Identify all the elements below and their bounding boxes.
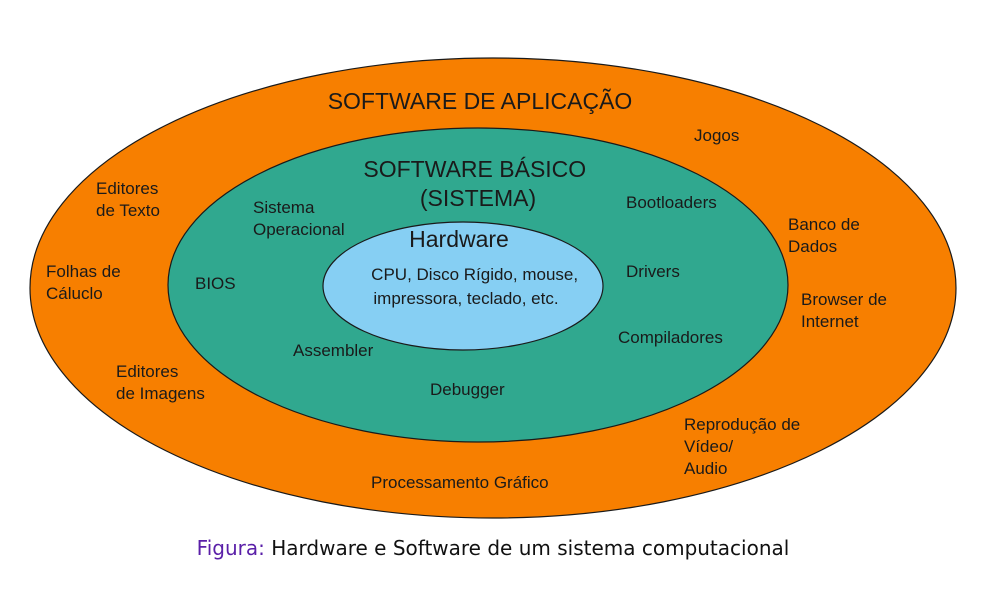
item-bootloaders: Bootloaders [626, 193, 717, 212]
item-drivers: Drivers [626, 262, 680, 281]
hardware-ellipse [322, 221, 604, 351]
item-processamento-grafico: Processamento Gráfico [371, 473, 549, 492]
caption-label: Figura: [196, 536, 265, 560]
caption-text: Hardware e Software de um sistema comput… [271, 536, 790, 560]
item-bios: BIOS [195, 274, 236, 293]
hardware-title: Hardware [409, 226, 509, 252]
hardware-examples: CPU, Disco Rígido, mouse, impressora, te… [371, 265, 583, 308]
application-software-title: SOFTWARE DE APLICAÇÃO [328, 88, 633, 114]
figure-caption: Figura: Hardware e Software de um sistem… [0, 536, 986, 560]
item-editores-de-imagens: Editores de Imagens [116, 362, 205, 403]
item-editores-de-texto: Editores de Texto [96, 179, 163, 220]
item-assembler: Assembler [293, 341, 374, 360]
item-reproducao-de-video-audio: Reprodução de Vídeo/ Audio [684, 415, 805, 478]
item-sistema-operacional: Sistema Operacional [253, 198, 345, 239]
item-browser-de-internet: Browser de Internet [801, 290, 892, 331]
item-banco-de-dados: Banco de Dados [788, 215, 865, 256]
system-software-title: SOFTWARE BÁSICO (SISTEMA) [363, 156, 592, 211]
item-debugger: Debugger [430, 380, 505, 399]
item-folhas-de-calculo: Folhas de Cáluclo [46, 262, 125, 303]
item-compiladores: Compiladores [618, 328, 723, 347]
item-jogos: Jogos [694, 126, 739, 145]
